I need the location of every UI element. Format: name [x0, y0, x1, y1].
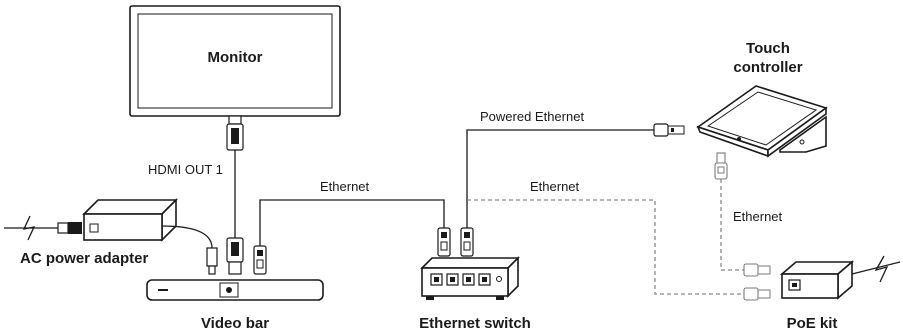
ac-power-adapter-label: AC power adapter: [20, 250, 149, 267]
ethernet-bar-switch-label: Ethernet: [320, 179, 370, 194]
monitor: [129, 5, 341, 117]
ethernet-cable-controller-poe: [714, 152, 771, 277]
poe-kit-label: PoE kit: [787, 315, 838, 332]
powered-ethernet-cable: [460, 123, 685, 257]
ethernet-cable-bar-switch: [253, 199, 451, 275]
touch-controller-label-line1: Touch: [746, 40, 790, 57]
video-bar-label: Video bar: [201, 315, 269, 332]
touch-controller: [696, 85, 828, 158]
touch-controller-label-line2: controller: [733, 59, 802, 76]
ethernet-controller-poe-label: Ethernet: [733, 209, 783, 224]
monitor-label: Monitor: [208, 49, 263, 66]
hdmi-out-label: HDMI OUT 1: [148, 162, 223, 177]
ethernet-switch-poe-label: Ethernet: [530, 179, 580, 194]
ethernet-switch: [420, 256, 520, 300]
poe-kit: [779, 255, 901, 300]
video-bar: [146, 279, 324, 301]
powered-ethernet-label: Powered Ethernet: [480, 109, 584, 124]
ethernet-cable-switch-poe: [467, 199, 771, 301]
poe-lightning-icon: [874, 255, 889, 283]
ethernet-switch-label: Ethernet switch: [419, 315, 531, 332]
hdmi-cable: [226, 115, 244, 275]
ac-power-adapter: [4, 198, 218, 275]
power-lightning-icon: [22, 215, 36, 241]
